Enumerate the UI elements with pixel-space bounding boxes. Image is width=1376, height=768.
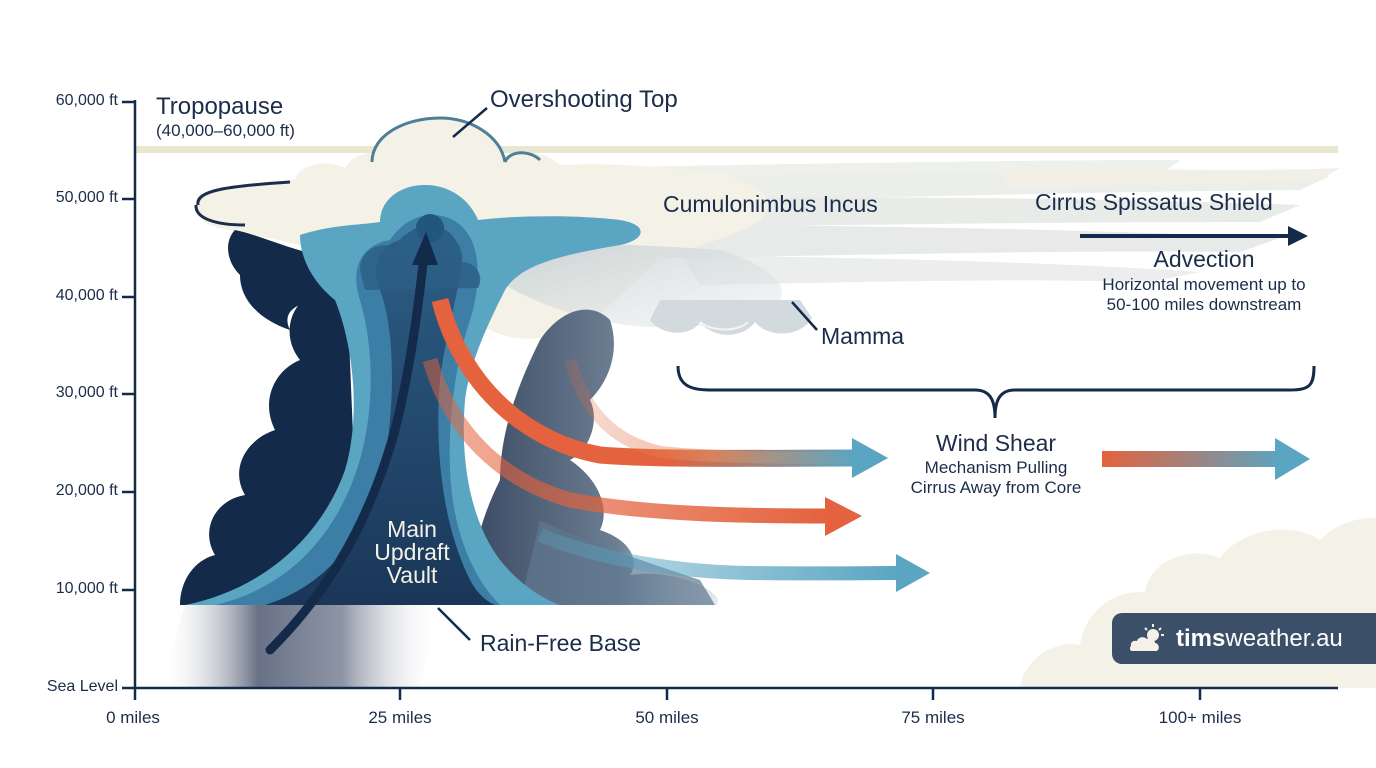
main-updraft-vault-label: Main Updraft Vault bbox=[374, 516, 450, 588]
sun-cloud-icon bbox=[1128, 623, 1166, 655]
wind-shear-title: Wind Shear bbox=[935, 430, 1057, 456]
wind-shear-desc-line1: Mechanism Pulling bbox=[924, 458, 1068, 477]
x-tick-50: 50 miles bbox=[635, 708, 699, 727]
y-tick-40000: 40,000 ft bbox=[55, 287, 118, 304]
overshooting-top-leader bbox=[452, 107, 488, 138]
rain-free-base-label: Rain-Free Base bbox=[480, 630, 642, 656]
brand-name: timsweather.au bbox=[1176, 624, 1343, 652]
wind-shear-arrows bbox=[422, 297, 930, 592]
overshooting-top-dome bbox=[370, 116, 542, 163]
tropopause-band bbox=[135, 146, 1338, 153]
overshooting-top-label: Overshooting Top bbox=[490, 86, 678, 113]
y-tick-sea-level: Sea Level bbox=[46, 678, 118, 695]
updraft-arrow bbox=[265, 232, 438, 655]
y-tick-10000: 10,000 ft bbox=[55, 580, 118, 597]
y-tick-20000: 20,000 ft bbox=[55, 482, 118, 499]
wind-shear-legend-arrow bbox=[1102, 438, 1310, 480]
advection-desc-line1: Horizontal movement up to bbox=[1102, 275, 1306, 294]
mamma-label: Mamma bbox=[821, 323, 905, 349]
wind-shear-desc-line2: Cirrus Away from Core bbox=[910, 478, 1082, 497]
y-tick-50000: 50,000 ft bbox=[55, 189, 118, 206]
brand-badge[interactable]: timsweather.au bbox=[1112, 613, 1376, 664]
x-tick-0: 0 miles bbox=[106, 708, 160, 727]
x-tick-100-plus: 100+ miles bbox=[1158, 708, 1242, 727]
x-tick-25: 25 miles bbox=[368, 708, 432, 727]
advection-desc-line2: 50-100 miles downstream bbox=[1106, 295, 1302, 314]
mamma-leader bbox=[791, 301, 818, 331]
tropopause-title: Tropopause bbox=[156, 93, 284, 120]
incus-label: Cumulonimbus Incus bbox=[663, 191, 878, 217]
advection-title: Advection bbox=[1153, 246, 1255, 272]
rain-free-base-leader bbox=[437, 607, 471, 641]
rain-shaft bbox=[160, 605, 440, 688]
y-tick-60000: 60,000 ft bbox=[55, 92, 118, 109]
x-tick-75: 75 miles bbox=[901, 708, 965, 727]
cirrus-shield-label: Cirrus Spissatus Shield bbox=[1035, 189, 1273, 215]
tropopause-range: (40,000–60,000 ft) bbox=[156, 121, 295, 140]
advection-arrow bbox=[1080, 226, 1308, 246]
wind-shear-brace bbox=[676, 365, 1316, 419]
y-tick-30000: 30,000 ft bbox=[55, 384, 118, 401]
axes bbox=[122, 100, 1338, 700]
